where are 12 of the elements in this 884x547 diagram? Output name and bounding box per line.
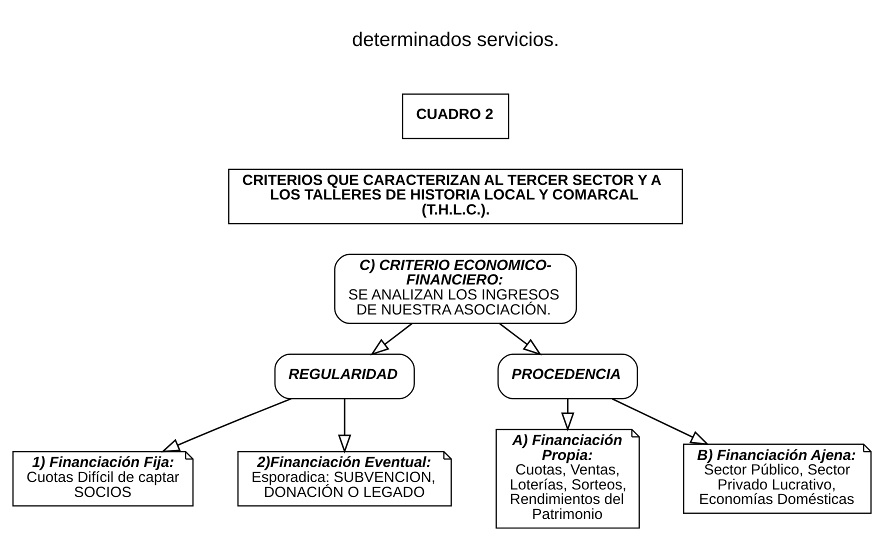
arrow	[612, 398, 710, 446]
label: determinados servicios.	[352, 28, 560, 51]
arrow	[338, 398, 352, 454]
node-box: C) CRITERIO ECONOMICO-FINANCIERO: SE ANALIZAN LOS INGRESOS DE NUESTRA ASOCIACIÓN.	[334, 254, 577, 324]
node-box: PROCEDENCIA	[497, 354, 638, 400]
arrow	[561, 398, 574, 432]
node-box: CUADRO 2	[402, 94, 510, 140]
arrow	[160, 398, 292, 452]
arrow	[499, 322, 542, 356]
node-box: CRITERIOS QUE CARACTERIZAN AL TERCER SECTOR Y A LOS TALLERES DE HISTORIA LOCAL Y COMARCAL (T.H.L.C.).	[228, 168, 683, 224]
node-box: REGULARIDAD	[274, 354, 415, 400]
arrow	[370, 322, 412, 356]
